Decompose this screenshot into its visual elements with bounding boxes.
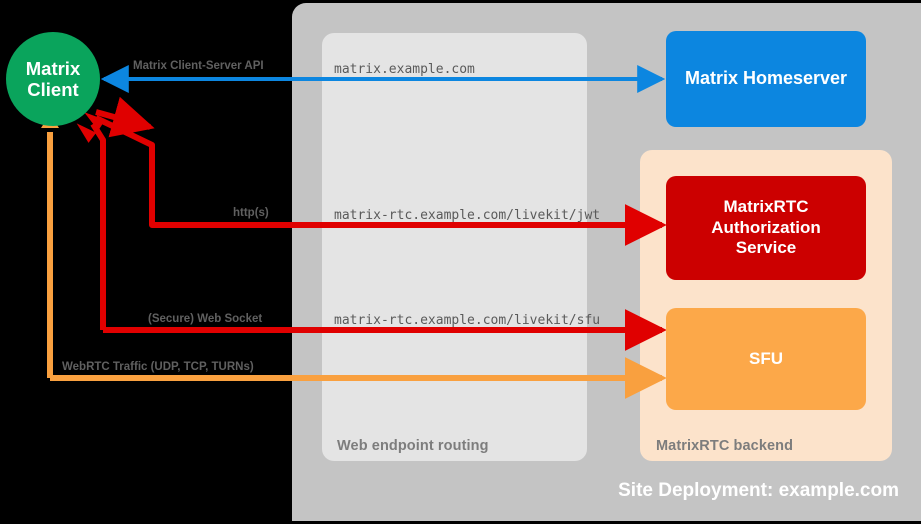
edge-label-https: http(s) (233, 207, 269, 219)
matrix-client-line1: Matrix (25, 57, 81, 79)
auth-line3: Service (735, 238, 797, 258)
endpoint-matrix-example-com: matrix.example.com (334, 62, 475, 77)
endpoint-livekit-sfu: matrix-rtc.example.com/livekit/sfu (334, 313, 601, 328)
node-matrix-client[interactable]: Matrix Client (6, 32, 100, 126)
node-sfu[interactable]: SFU (666, 308, 866, 410)
site-deployment-title: Site Deployment: example.com (618, 480, 899, 501)
web-endpoint-routing-panel (322, 33, 587, 461)
edge-label-webrtc-traffic: WebRTC Traffic (UDP, TCP, TURNs) (62, 361, 254, 373)
node-matrixrtc-authorization-service[interactable]: MatrixRTC Authorization Service (666, 176, 866, 280)
edge-label-web-socket: (Secure) Web Socket (148, 313, 263, 325)
matrix-homeserver-label: Matrix Homeserver (684, 68, 848, 89)
web-endpoint-routing-label: Web endpoint routing (337, 438, 489, 454)
matrix-client-line2: Client (27, 79, 79, 100)
endpoint-livekit-jwt: matrix-rtc.example.com/livekit/jwt (334, 208, 601, 223)
auth-line1: MatrixRTC (723, 196, 809, 216)
node-matrix-homeserver[interactable]: Matrix Homeserver (666, 31, 866, 127)
edge-label-client-server-api: Matrix Client-Server API (133, 60, 264, 72)
sfu-label: SFU (749, 348, 783, 368)
matrixrtc-backend-label: MatrixRTC backend (656, 438, 794, 454)
auth-line2: Authorization (711, 217, 821, 237)
